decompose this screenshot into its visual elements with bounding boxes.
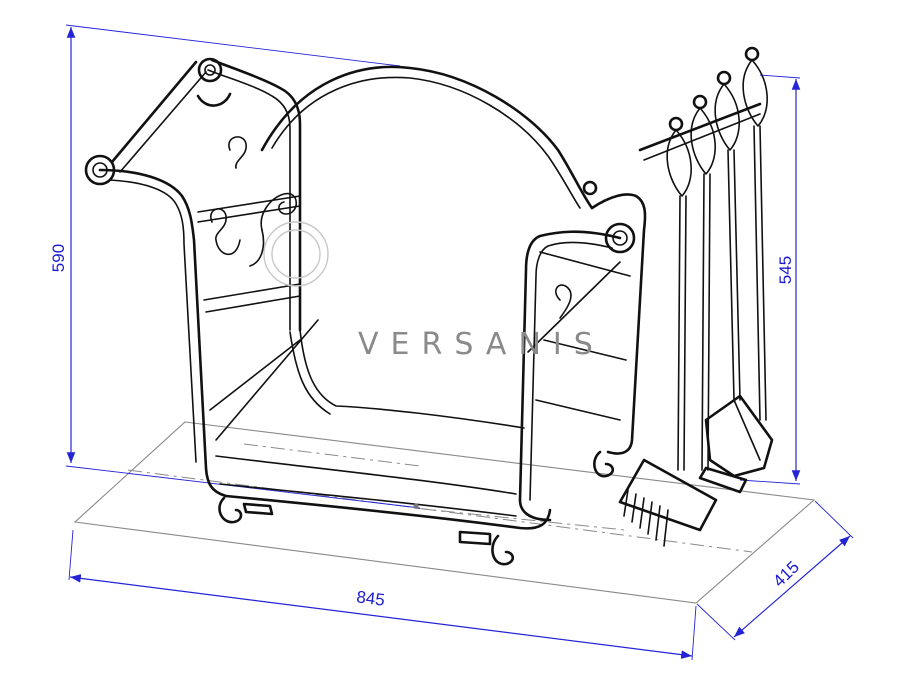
dimension-depth <box>696 500 854 641</box>
watermark-text: VERSANIS <box>358 327 605 362</box>
dimension-label-width: 845 <box>355 587 385 609</box>
dimension-label-height-right: 545 <box>776 256 795 284</box>
dimension-height-left <box>65 24 421 509</box>
dimension-label-depth: 415 <box>769 557 803 590</box>
fireplace-tools <box>618 46 774 547</box>
floor-footprint <box>73 421 816 604</box>
dimension-width <box>68 529 697 661</box>
dimension-label-height-left: 590 <box>49 244 68 272</box>
dimension-height-right <box>739 74 801 485</box>
watermark: VERSANIS <box>263 221 605 509</box>
log-holder <box>84 57 647 566</box>
